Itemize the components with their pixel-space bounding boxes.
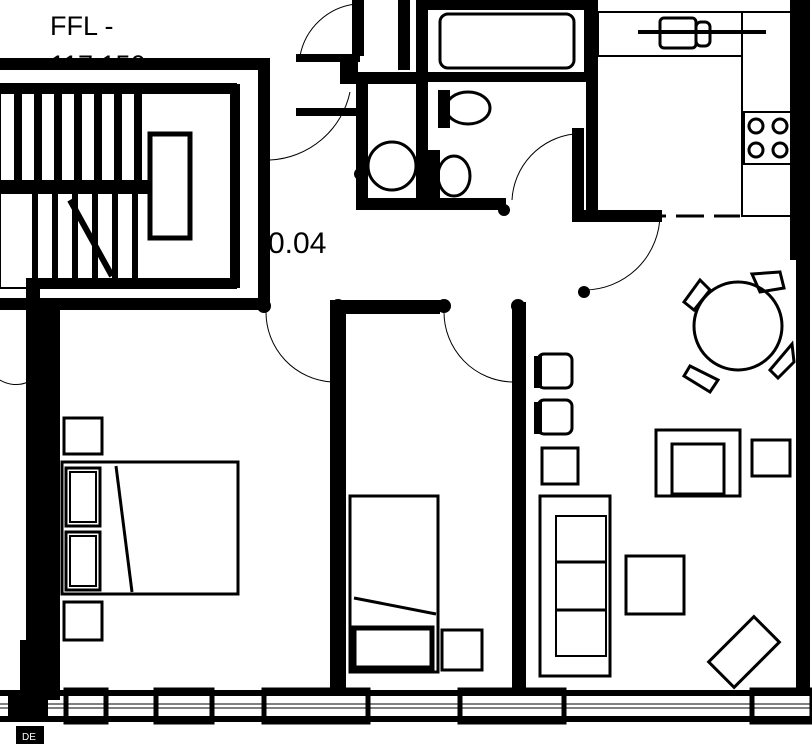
nightstand-lower [62,600,104,642]
side-chairs [534,352,574,436]
bedside-table [440,628,484,672]
bathtub [438,12,576,70]
north-tag-label: DE [22,732,36,743]
armchair [654,428,742,498]
stair-break-line [67,198,115,278]
bathroom [340,0,594,216]
nightstand-upper [62,416,104,456]
stair-core [0,58,270,310]
ffl-value-clip: 117.150 [50,50,146,80]
double-bed [60,460,240,596]
side-table [540,446,580,486]
room-number-label: 0.04 [268,227,326,260]
ffl-value: 117.150 [50,50,146,80]
entry-door [269,0,410,161]
north-tag: DE [16,726,44,744]
stair-treads [0,94,150,280]
coffee-table [624,554,686,616]
facade-windows [0,640,812,725]
bidet [428,150,472,200]
toilet [438,90,492,128]
ffl-label: FFL - [50,11,114,41]
tv-unit [706,614,782,690]
sofa [538,494,612,678]
bedroom-2 [348,299,526,692]
cooktop [743,111,793,165]
plant-stand [750,438,792,478]
single-bed [348,494,440,674]
living-room [534,250,810,690]
washbasin [366,140,418,192]
bedroom-1 [0,299,440,720]
kitchen [572,0,810,260]
dining-table [681,270,796,395]
